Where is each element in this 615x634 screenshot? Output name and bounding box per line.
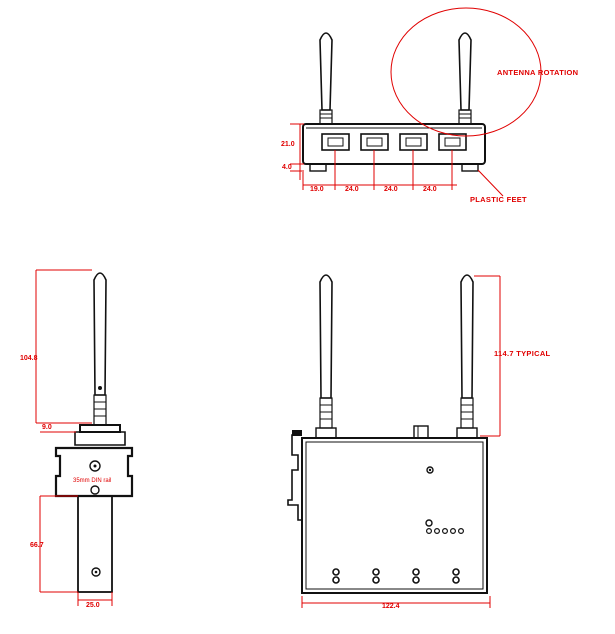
- antenna-left-front: [315, 274, 337, 439]
- din-rail-label: 35mm DIN rail: [73, 478, 111, 484]
- antenna-side: [74, 272, 126, 446]
- antenna-rotation-circle: [390, 7, 542, 137]
- dim-pitch-2: 24.0: [384, 186, 398, 193]
- bottom-connectors: [332, 568, 460, 584]
- dim-pitch-1: 24.0: [345, 186, 359, 193]
- plastic-feet-label: PLASTIC FEET: [470, 195, 527, 204]
- antenna-left-top: [319, 32, 333, 125]
- antenna-right-front: [456, 274, 478, 439]
- device-body-front: [301, 437, 488, 594]
- dim-antenna-height: 104.8: [20, 355, 38, 362]
- dim-offset: 19.0: [310, 186, 324, 193]
- dim-clip-height: 66.7: [30, 542, 44, 549]
- dim-clip-width: 25.0: [86, 602, 100, 609]
- top-view: ANTENNA ROTATION PLASTIC FEET 21.0 4.0 1…: [281, 7, 578, 204]
- dim-clip-offset: 9.0: [42, 424, 52, 431]
- plastic-foot-right: [461, 163, 479, 172]
- dim-height: 21.0: [281, 141, 295, 148]
- mounting-bracket: [77, 495, 113, 593]
- plastic-foot-left: [309, 163, 327, 172]
- led-row: [425, 519, 465, 534]
- ethernet-ports: [321, 133, 467, 151]
- side-view: 35mm DIN rail 104.8 9.0 66.7 25.0: [20, 269, 134, 609]
- antenna-rotation-label: ANTENNA ROTATION: [497, 68, 578, 77]
- dim-feet-height: 4.0: [282, 164, 292, 171]
- device-body-top: [302, 123, 486, 165]
- antenna-right-top: [458, 32, 472, 125]
- dim-pitch-3: 24.0: [423, 186, 437, 193]
- dim-antenna-typical: 114.7 TYPICAL: [494, 349, 551, 358]
- front-view: 114.7 TYPICAL 122.4: [287, 274, 551, 610]
- dim-width: 122.4: [382, 603, 400, 610]
- din-clip-profile: [287, 434, 302, 521]
- din-rail-clip: 35mm DIN rail: [54, 446, 134, 498]
